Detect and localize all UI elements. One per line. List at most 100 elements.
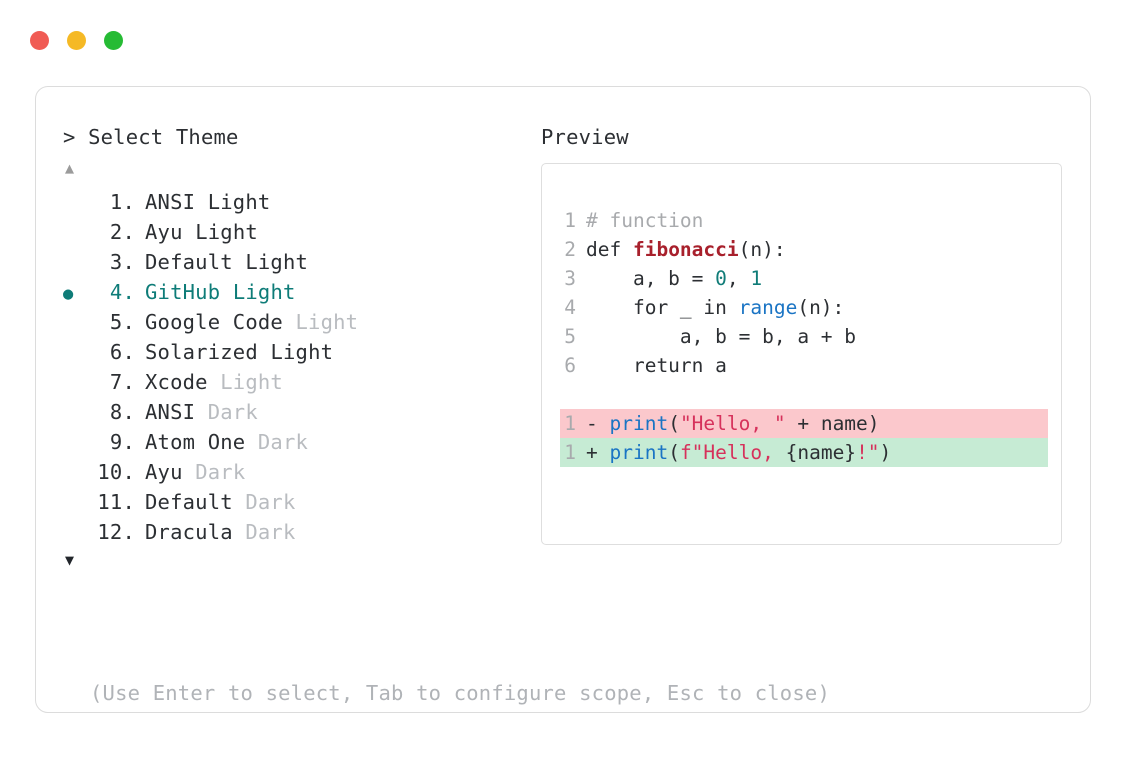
diff-sign: - (586, 412, 610, 435)
theme-list-item[interactable]: ●4.GitHub Light (63, 277, 541, 307)
theme-list-item[interactable]: ● 9. Atom One Dark (63, 427, 541, 457)
bullet-placeholder: ● (63, 339, 89, 369)
theme-item-index: 5. (109, 310, 135, 334)
theme-item-index: 4. (109, 280, 135, 304)
theme-item-variant: Light (220, 370, 283, 394)
scroll-up-arrow-icon[interactable]: ▲ (65, 159, 75, 177)
code-token-punct: (n): (738, 238, 786, 261)
theme-list-item[interactable]: ●5.Google Code Light (63, 307, 541, 337)
code-line-content: # function (586, 206, 703, 235)
diff-lines: 1- print("Hello, " + name)1+ print(f"Hel… (560, 409, 1061, 467)
theme-item-space (233, 487, 246, 517)
code-token-builtin: print (609, 412, 669, 435)
theme-item-index: 6. (109, 340, 135, 364)
code-token-plain: {name} (785, 441, 857, 464)
bullet-placeholder: ● (63, 459, 89, 489)
theme-list-item[interactable]: ● 11. Default Dark (63, 487, 541, 517)
preview-label: Preview (541, 125, 629, 149)
scroll-down-arrow-icon[interactable]: ▼ (65, 551, 75, 569)
code-token-plain: , (726, 267, 751, 290)
theme-list-item[interactable]: ●12.Dracula Dark (63, 517, 541, 547)
bullet-placeholder: ● (63, 489, 89, 519)
minimize-window-button[interactable] (67, 31, 86, 50)
theme-item-variant: Dark (207, 400, 258, 424)
theme-item-space (233, 517, 246, 547)
theme-item-space (220, 277, 233, 307)
code-token-punct: ( (668, 412, 680, 435)
theme-item-space (195, 397, 208, 427)
theme-list-item[interactable]: ● 6. Solarized Light (63, 337, 541, 367)
theme-item-variant: Dark (245, 490, 296, 514)
theme-list: ●1.ANSI Light●2.Ayu Light●3.Default Ligh… (63, 187, 541, 547)
code-token-comment: # function (586, 209, 704, 232)
theme-list-column: > Select Theme ▲ ●1.ANSI Light●2.Ayu Lig… (63, 123, 541, 571)
code-line: 5 a, b = b, a + b (560, 322, 1061, 351)
prompt-marker: > (63, 125, 76, 149)
theme-list-item[interactable]: ●1.ANSI Light (63, 187, 541, 217)
theme-item-space (245, 427, 258, 457)
diff-line-content: print(f"Hello, {name}!") (609, 438, 891, 467)
code-token-str: "Hello, " (679, 412, 786, 435)
code-token-builtin: range (738, 296, 798, 319)
page-title-text: Select Theme (88, 125, 239, 149)
theme-item-space (195, 187, 208, 217)
theme-item-name: Solarized (145, 340, 258, 364)
code-token-fn: fibonacci (632, 238, 739, 261)
diff-line-number: 1 (564, 441, 576, 464)
diff-line-number: 1 (564, 412, 576, 435)
theme-item-variant: Light (207, 190, 271, 214)
theme-item-variant: Light (270, 340, 334, 364)
code-token-plain: a, b = b, a + b (586, 325, 857, 348)
theme-list-item[interactable]: ●7.Xcode Light (63, 367, 541, 397)
theme-item-index: 9. (109, 430, 135, 454)
code-line-number: 6 (564, 354, 576, 377)
theme-list-item[interactable]: ●8.ANSI Dark (63, 397, 541, 427)
theme-item-name: Default (145, 250, 233, 274)
theme-item-index: 11. (97, 490, 135, 514)
theme-item-name: ANSI (145, 400, 196, 424)
theme-list-item[interactable]: ● 10. Ayu Dark (63, 457, 541, 487)
theme-list-item[interactable]: ●3.Default Light (63, 247, 541, 277)
theme-item-variant: Light (295, 310, 359, 334)
theme-item-name: Atom One (145, 430, 246, 454)
theme-item-index: 1. (109, 190, 135, 214)
maximize-window-button[interactable] (104, 31, 123, 50)
code-token-plain: for _ in (586, 296, 739, 319)
code-line-number: 5 (564, 325, 576, 348)
theme-item-space (233, 247, 246, 277)
theme-item-variant: Light (245, 250, 309, 274)
theme-item-name: Ayu (145, 460, 183, 484)
code-line-number: 1 (564, 209, 576, 232)
close-window-button[interactable] (30, 31, 49, 50)
bullet-placeholder: ● (63, 519, 89, 549)
window-traffic-lights (30, 31, 123, 50)
bullet-placeholder: ● (63, 189, 89, 219)
theme-item-name: Xcode (145, 370, 208, 394)
code-line-content: for _ in range(n): (586, 293, 844, 322)
diff-line-delete: 1- print("Hello, " + name) (560, 409, 1048, 438)
theme-item-name: Dracula (145, 520, 233, 544)
diff-line-add: 1+ print(f"Hello, {name}!") (560, 438, 1048, 467)
bullet-placeholder: ● (63, 369, 89, 399)
theme-item-variant: Dark (257, 430, 309, 454)
picker-columns: > Select Theme ▲ ●1.ANSI Light●2.Ayu Lig… (63, 123, 1068, 571)
code-token-num: 1 (750, 267, 763, 290)
theme-item-space (258, 337, 271, 367)
theme-picker-body: > Select Theme ▲ ●1.ANSI Light●2.Ayu Lig… (63, 123, 1068, 705)
bullet-placeholder: ● (63, 249, 89, 279)
theme-list-item[interactable]: ●2.Ayu Light (63, 217, 541, 247)
code-token-str: !" (856, 441, 880, 464)
theme-item-variant: Dark (195, 460, 246, 484)
theme-item-index: 2. (109, 220, 135, 244)
theme-item-name: GitHub (145, 280, 221, 304)
diff-line-content: print("Hello, " + name) (609, 409, 879, 438)
theme-item-space (208, 367, 221, 397)
theme-item-name: Default (145, 490, 233, 514)
code-token-str: f"Hello, (679, 441, 786, 464)
bullet-placeholder: ● (63, 429, 89, 459)
theme-item-index: 10. (97, 460, 135, 484)
theme-item-space (183, 217, 196, 247)
code-token-punct: ( (668, 441, 680, 464)
